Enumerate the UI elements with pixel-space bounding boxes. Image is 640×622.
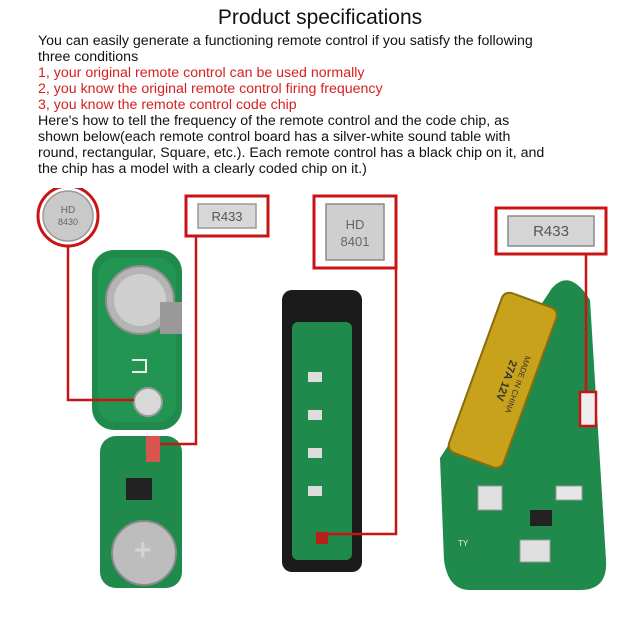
middle-chip-callout: HD 8401 [312, 194, 398, 536]
right-remote-board: 27A 12V MADE IN CHINA TY [440, 280, 607, 590]
product-photos: + HD 8430 R433 HD 8401 27A 12V [36, 188, 608, 590]
right-chip-callout: R433 [494, 206, 608, 428]
explanation-line-2: shown below(each remote control board ha… [38, 129, 511, 145]
condition-1: 1, your original remote control can be u… [38, 65, 365, 81]
left-chip-callout: R433 [160, 194, 270, 446]
left-battery-label-2: 8430 [58, 217, 78, 227]
left-battery-label-1: HD [61, 205, 75, 216]
left-battery-callout: HD 8430 [36, 188, 134, 402]
condition-2: 2, you know the original remote control … [38, 81, 383, 97]
board-mark: TY [458, 539, 469, 548]
explanation-line-4: the chip has a model with a clearly code… [38, 161, 367, 177]
left-remote-board-lower: + [100, 436, 182, 588]
middle-remote-shell [282, 290, 362, 572]
middle-callout-label-2: 8401 [341, 234, 370, 249]
left-callout-label: R433 [211, 209, 242, 224]
condition-3: 3, you know the remote control code chip [38, 97, 297, 113]
explanation-line-3: round, rectangular, Square, etc.). Each … [38, 145, 545, 161]
page-title: Product specifications [217, 6, 423, 29]
right-callout-label: R433 [533, 223, 569, 240]
intro-line-2: three conditions [38, 49, 139, 65]
middle-callout-label-1: HD [346, 217, 365, 232]
explanation-line-1: Here's how to tell the frequency of the … [38, 113, 510, 129]
intro-line-1: You can easily generate a functioning re… [38, 33, 533, 49]
svg-text:+: + [134, 534, 152, 567]
left-remote-board [92, 250, 182, 430]
